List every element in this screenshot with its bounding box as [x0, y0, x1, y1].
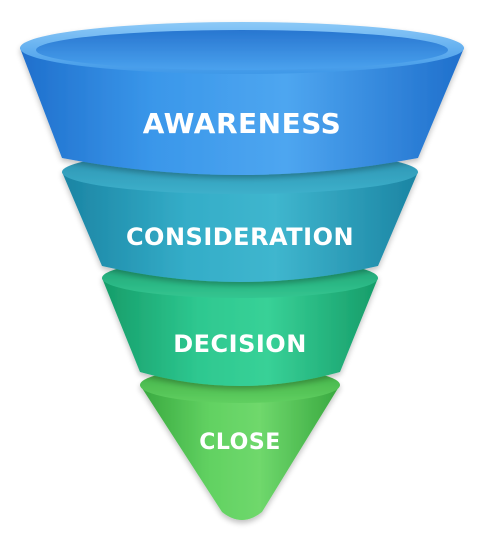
funnel-stage-awareness: AWARENESS [20, 22, 464, 175]
stage-close-label: CLOSE [199, 430, 280, 455]
stage-awareness-body [20, 48, 464, 175]
stage-awareness-inner [36, 30, 448, 70]
stage-close-body [140, 385, 340, 520]
stage-consideration-label: CONSIDERATION [126, 223, 354, 251]
stage-decision-body [102, 278, 378, 386]
funnel-stage-close: CLOSE [140, 367, 340, 520]
stage-decision-label: DECISION [173, 330, 307, 358]
stage-awareness-label: AWARENESS [143, 107, 342, 140]
stage-consideration-body [62, 172, 418, 282]
